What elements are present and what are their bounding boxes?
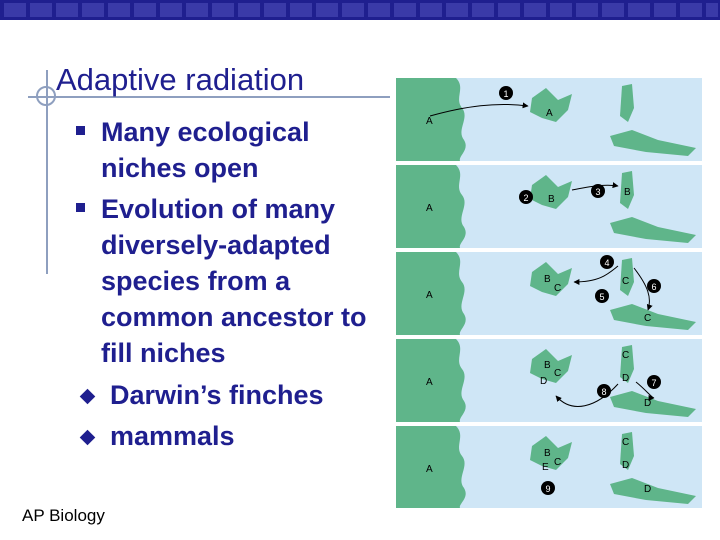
bullet-item: Evolution of many diversely-adapted spec… [76,191,376,371]
mainland-label: A [426,116,433,127]
species-label: B [624,187,631,198]
mainland-label: A [426,290,433,301]
species-label: C [622,437,629,448]
species-label: D [622,460,629,471]
step-number: 1 [503,89,508,99]
species-label: D [644,484,651,495]
species-label: B [544,274,551,285]
species-label: A [546,108,553,119]
species-label: D [644,398,651,409]
island-c [620,84,634,122]
species-label: C [554,368,561,379]
bullet-text: Many ecological niches open [101,117,310,183]
migration-arrows [429,102,655,407]
panel-2 [396,165,702,248]
square-bullet-icon [76,126,85,135]
panel-3 [396,252,702,335]
adaptive-radiation-diagram: A A A A A A B B B C C C B C D C D D B E … [396,78,702,508]
diamond-bullet-icon [79,429,96,446]
species-label: C [622,276,629,287]
species-label: C [644,313,651,324]
crosshair-decoration [36,86,56,106]
bullet-text: Evolution of many diversely-adapted spec… [101,194,367,368]
step-number: 8 [601,387,606,397]
step-number: 5 [599,292,604,302]
island-a [530,88,572,122]
species-label: C [554,457,561,468]
panel-5 [396,426,702,508]
sub-bullet-item: Darwin’s finches [79,378,324,412]
slide-title: Adaptive radiation [56,62,305,97]
panel-1 [396,78,702,161]
species-label: E [542,462,549,473]
mainland-label: A [426,377,433,388]
sub-bullet-text: mammals [110,421,235,451]
step-number: 9 [545,484,550,494]
footer-label: AP Biology [22,506,105,525]
mainland-label: A [426,464,433,475]
step-number: 7 [651,378,656,388]
bullet-list: Many ecological niches open Evolution of… [76,114,376,376]
step-number: 3 [595,187,600,197]
species-label: D [622,373,629,384]
species-label: B [544,360,551,371]
step-number: 4 [604,258,609,268]
sub-bullet-text: Darwin’s finches [110,380,324,410]
square-bullet-icon [76,203,85,212]
step-number: 2 [523,193,528,203]
bullet-item: Many ecological niches open [76,114,376,186]
sub-bullet-item: mammals [79,419,235,453]
diamond-bullet-icon [79,388,96,405]
vertical-rule [46,70,48,274]
species-label: C [554,283,561,294]
species-label: C [622,350,629,361]
species-label: D [540,376,547,387]
step-number: 6 [651,282,656,292]
species-label: B [548,194,555,205]
title-bar [0,0,720,20]
island-d [610,130,696,156]
title-underline [28,96,390,98]
mainland-label: A [426,203,433,214]
species-label: B [544,448,551,459]
title-bar-pattern [4,3,718,17]
